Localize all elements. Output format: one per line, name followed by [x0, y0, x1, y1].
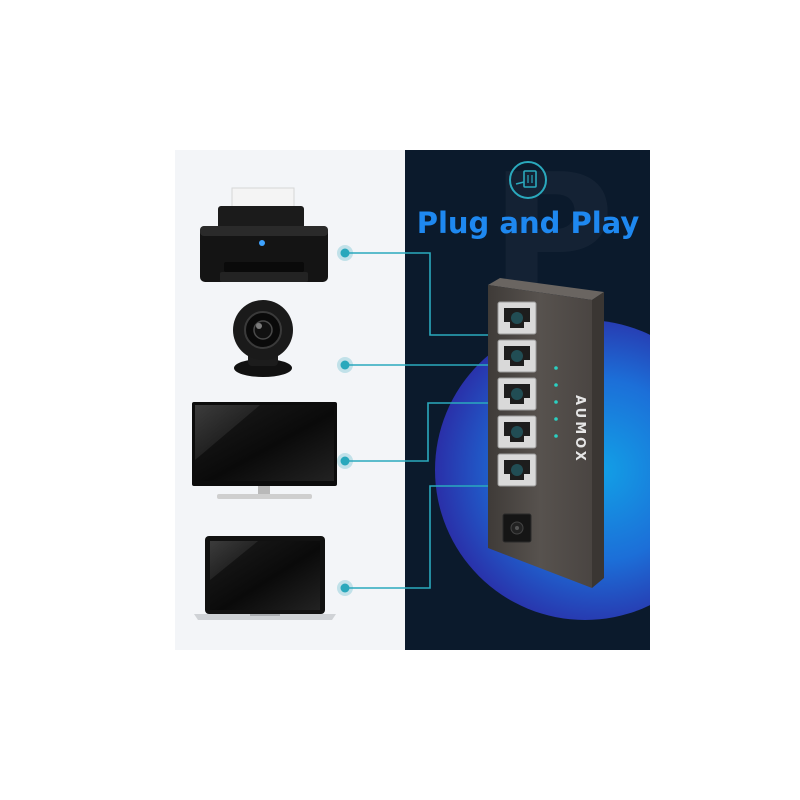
- ethernet-port: [497, 415, 537, 449]
- connector-lines: [345, 252, 515, 589]
- printer-icon: [200, 187, 328, 282]
- port-led: [554, 400, 558, 404]
- ethernet-port: [497, 339, 537, 373]
- ethernet-port: [497, 453, 537, 487]
- port-column: [497, 301, 558, 487]
- ethernet-port: [497, 301, 537, 335]
- ethernet-port: [497, 377, 537, 411]
- brand-label: AUMOX: [572, 395, 587, 464]
- port-led: [554, 383, 558, 387]
- monitor-icon: [192, 402, 337, 499]
- port-led: [554, 366, 558, 370]
- plug-icon: [509, 161, 547, 199]
- power-jack: [502, 513, 532, 543]
- laptop-connector: [345, 485, 515, 589]
- laptop-icon: [194, 536, 336, 620]
- monitor-connector: [345, 402, 515, 462]
- connector-dots: [337, 245, 353, 596]
- webcam-icon: [233, 300, 293, 377]
- port-led: [554, 434, 558, 438]
- network-switch-icon: AUMOX: [488, 278, 604, 588]
- printer-connector: [345, 252, 515, 336]
- port-led: [554, 417, 558, 421]
- headline: Plug and Play: [417, 206, 640, 240]
